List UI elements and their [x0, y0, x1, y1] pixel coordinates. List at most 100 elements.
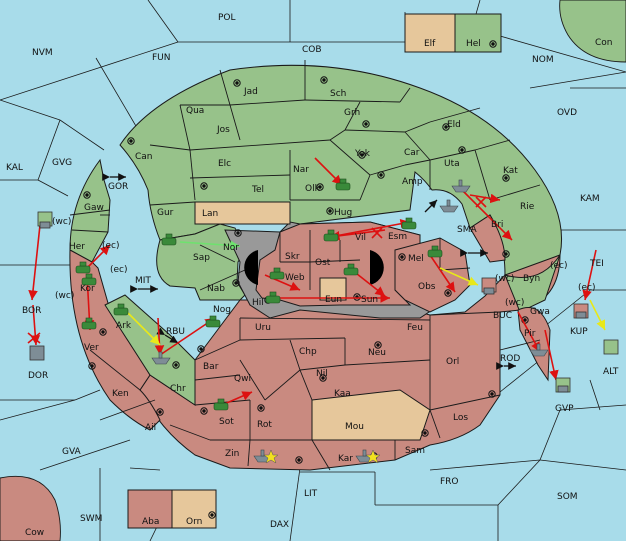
army-unit-hil	[265, 291, 281, 304]
legend-elf-box	[404, 13, 456, 53]
supply-center-chr	[172, 361, 180, 369]
strait-west	[244, 250, 258, 285]
supply-center-byn	[502, 250, 510, 258]
fleet-unit-pir	[529, 343, 549, 357]
label-kat: Kat	[503, 166, 518, 176]
label-kar: Kar	[338, 454, 353, 464]
retreat-unit-dor	[29, 345, 45, 361]
label-aba: Aba	[142, 517, 159, 527]
sea-label-con: Con	[595, 38, 613, 48]
label-ver: Ver	[84, 343, 99, 353]
supply-center-can	[127, 137, 135, 145]
army-unit-sot	[213, 398, 229, 411]
sea-label-rbu: RBU	[166, 327, 185, 337]
army-unit-her	[75, 261, 91, 274]
army-unit-ark	[113, 303, 129, 316]
label-ark: Ark	[116, 321, 132, 331]
label-chr: Chr	[170, 384, 186, 394]
army-unit-gur	[161, 233, 177, 246]
army-unit-ost	[323, 229, 339, 242]
retreat-unit-buc	[481, 277, 497, 295]
army-unit-kor	[81, 273, 97, 286]
label-nar: Nar	[293, 165, 309, 175]
province-eun[interactable]	[319, 277, 347, 301]
label-los: Los	[453, 413, 468, 423]
label-qua: Qua	[186, 106, 204, 116]
supply-center-orl	[488, 390, 496, 398]
supply-center-uta	[458, 146, 466, 154]
coast-tag-wc: (wc)	[52, 217, 71, 227]
label-hel: Hel	[466, 39, 481, 49]
label-feu: Feu	[407, 323, 423, 333]
sea-label-dor: DOR	[28, 371, 48, 381]
sea-label-kal: KAL	[6, 163, 23, 173]
army-unit-olk	[335, 178, 351, 191]
supply-center-yok	[358, 151, 366, 159]
sea-label-buc: BUC	[493, 311, 512, 321]
label-gur: Gur	[157, 208, 174, 218]
army-unit-ver	[81, 317, 97, 330]
province-con[interactable]	[559, 0, 626, 63]
army-unit-mel	[427, 245, 443, 258]
army-unit-nog	[205, 315, 221, 328]
label-esm: Esm	[388, 232, 407, 242]
label-byn: Byn	[523, 274, 540, 284]
build-star-kar	[365, 449, 381, 464]
label-kaa: Kaa	[334, 389, 351, 399]
supply-center-jad	[233, 79, 241, 87]
supply-centers	[83, 40, 529, 519]
sea-label-pol: POL	[218, 13, 236, 23]
sea-label-kam: KAM	[580, 194, 600, 204]
label-uta: Uta	[444, 159, 460, 169]
province-lan[interactable]	[194, 201, 291, 225]
label-ail: Ail	[145, 423, 156, 433]
label-jad: Jad	[243, 87, 258, 97]
fleet-unit-uta	[451, 179, 471, 193]
strait-east	[370, 250, 384, 285]
strait-markers	[244, 250, 384, 285]
retreat-unit-gvg	[37, 211, 53, 229]
coast-tag-ec-kor: (ec)	[110, 265, 128, 275]
supply-center-orn	[208, 511, 216, 519]
province-gwa[interactable]	[504, 254, 561, 313]
label-obs: Obs	[418, 282, 436, 292]
fleet-unit-sma	[439, 199, 459, 213]
label-mou: Mou	[345, 422, 364, 432]
supply-center-sam	[421, 429, 429, 437]
label-sot: Sot	[219, 417, 234, 427]
supply-center-bar	[197, 345, 205, 353]
supply-center-neu	[374, 341, 382, 349]
supply-center-amp	[377, 171, 385, 179]
label-qwi: Qwi	[234, 374, 251, 384]
retreat-unit-alt	[603, 339, 619, 355]
label-yok: Yok	[354, 149, 371, 159]
label-sun: Sun	[361, 295, 378, 305]
province-cow[interactable]	[0, 475, 61, 541]
sea-label-fun: FUN	[152, 53, 171, 63]
label-hil: Hil	[252, 298, 264, 308]
sea-label-som: SOM	[557, 492, 578, 502]
label-elc: Elc	[218, 159, 231, 169]
sea-label-mit: MIT	[135, 276, 151, 286]
label-neu: Neu	[368, 348, 386, 358]
army-unit-ost2	[343, 263, 359, 276]
sea-label-nvm: NVM	[32, 48, 53, 58]
label-lan: Lan	[202, 209, 218, 219]
coast-tag-wc-kor: (wc)	[55, 291, 74, 301]
sea-labels: POL FUN COB NVM NOM OVD KAL GVG KAM TEI …	[6, 13, 619, 538]
province-bri[interactable]	[469, 214, 506, 263]
label-gaw: Gaw	[84, 203, 104, 213]
retreat-unit-kup	[573, 303, 589, 319]
supply-center-ken	[88, 362, 96, 370]
supply-center-ail	[156, 408, 164, 416]
label-zin: Zin	[225, 449, 239, 459]
sea-label-kup: KUP	[570, 327, 588, 337]
army-unit-esm	[401, 217, 417, 230]
label-mel: Mel	[408, 254, 424, 264]
coast-tag-ec: (ec)	[102, 241, 120, 251]
label-can: Can	[135, 152, 153, 162]
label-nog: Nog	[213, 305, 231, 315]
supply-center-nor	[234, 229, 242, 237]
label-ost: Ost	[315, 258, 331, 268]
